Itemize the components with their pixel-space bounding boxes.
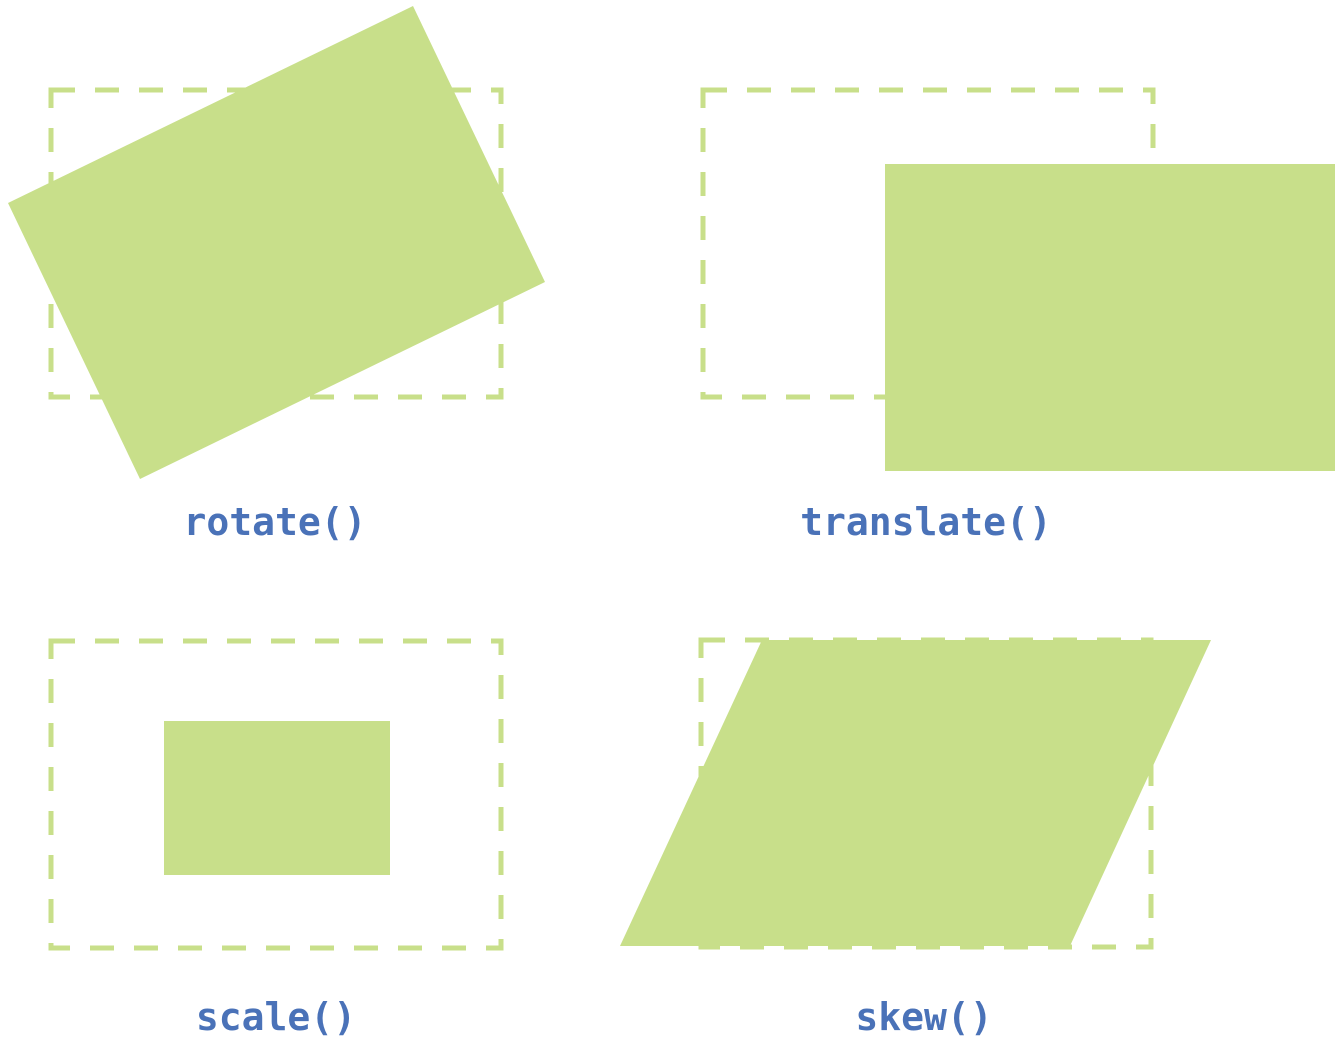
- skew-caption: skew(): [855, 995, 992, 1039]
- rotate-caption: rotate(): [183, 500, 366, 544]
- translate-transformed-shape: [885, 164, 1335, 471]
- scale-caption: scale(): [196, 995, 356, 1039]
- skew-panel: skew(): [620, 637, 1211, 1039]
- rotate-panel: rotate(): [8, 6, 545, 544]
- skew-transformed-shape: [620, 640, 1211, 946]
- scale-panel: scale(): [48, 638, 504, 1039]
- rotate-transformed-shape: [8, 6, 545, 479]
- scale-original-outline: [48, 638, 504, 951]
- scale-transformed-shape: [164, 721, 390, 875]
- translate-panel: translate(): [700, 87, 1335, 544]
- translate-caption: translate(): [800, 500, 1052, 544]
